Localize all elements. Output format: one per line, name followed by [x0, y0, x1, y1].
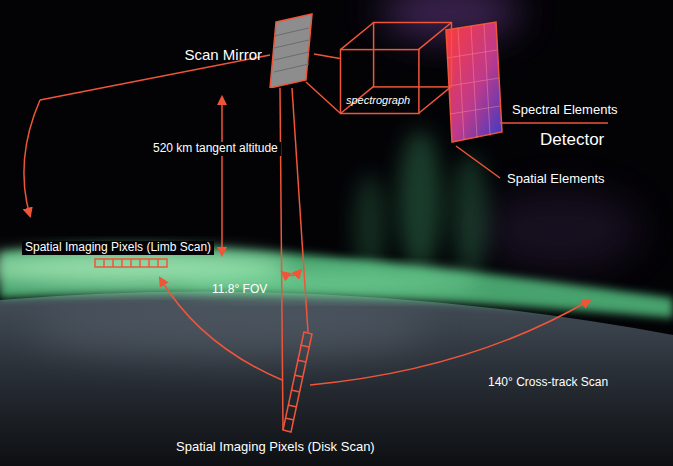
leader-line	[500, 122, 608, 124]
earth-surface	[0, 291, 673, 466]
box-title: spectrograph	[346, 94, 410, 107]
mirror-texture	[274, 64, 309, 72]
dimension-label: 11.8° FOV	[212, 283, 267, 297]
box-edge	[341, 23, 374, 50]
part-label: Spatial Imaging Pixels (Disk Scan)	[176, 440, 375, 455]
mirror-texture	[274, 28, 309, 36]
scan-mirror: Scan Mirror	[268, 12, 314, 88]
mirror-texture	[274, 40, 309, 48]
mirror-plate	[270, 14, 312, 88]
aurora-curtain	[452, 155, 488, 275]
disk-pixels	[283, 332, 312, 432]
part-label: Scan Mirror	[184, 46, 262, 63]
box-front-face	[341, 50, 419, 114]
leader-line	[456, 146, 500, 178]
mirror-shape	[268, 12, 314, 88]
box-back-face	[374, 23, 452, 87]
dimension-label: 520 km tangent altitude	[150, 142, 281, 156]
mirror-texture	[274, 52, 309, 60]
beam-line	[314, 54, 340, 58]
limb-arrow	[24, 100, 40, 216]
limb-pixels	[95, 259, 167, 267]
scan-arc	[160, 278, 282, 380]
spectrograph-box: spectrograph	[340, 22, 452, 114]
fov-line	[292, 88, 308, 332]
aurora-curtain	[398, 130, 442, 270]
altitude-arrow	[221, 97, 223, 255]
part-label: Spatial Elements	[507, 172, 605, 187]
scan-arc	[310, 300, 590, 385]
detector-grid	[447, 24, 500, 140]
dimension-label: 140° Cross-track Scan	[488, 376, 608, 390]
beam-line	[306, 82, 340, 113]
part-label: Detector	[540, 130, 604, 150]
detector-array	[446, 22, 502, 142]
part-label: Spatial Imaging Pixels (Limb Scan)	[22, 241, 214, 255]
purple-glow	[480, 190, 640, 270]
box-edge	[418, 86, 451, 113]
part-label: Spectral Elements	[512, 103, 618, 118]
fov-arc	[282, 270, 301, 276]
box-edge	[418, 23, 451, 50]
